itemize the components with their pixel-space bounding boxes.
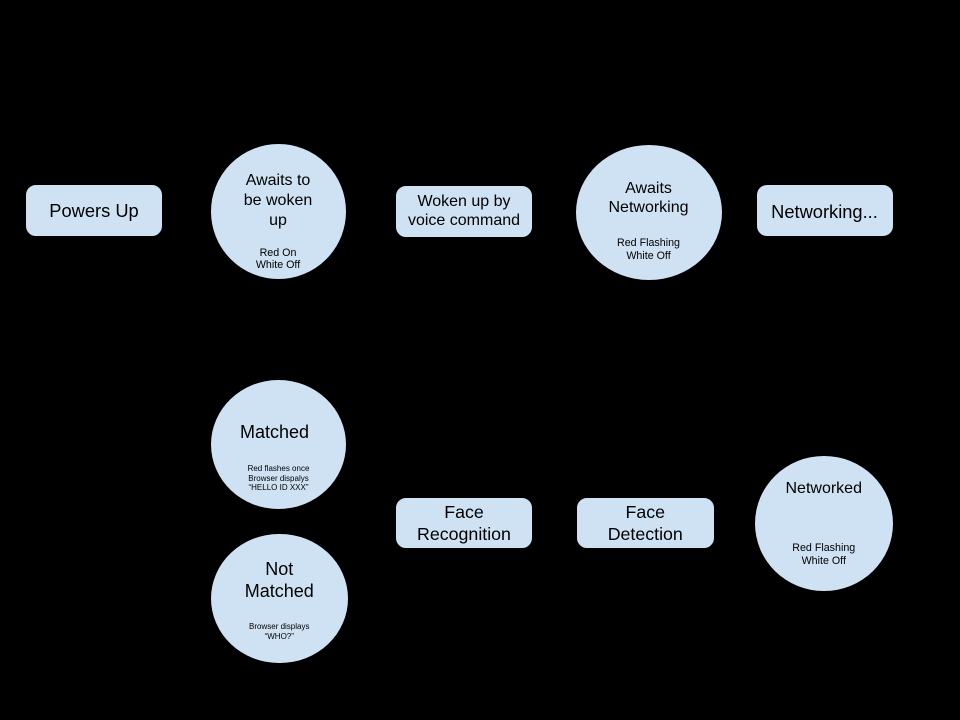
node-networked: Networked Red Flashing White Off bbox=[754, 454, 894, 592]
node-sublabel: Red On White Off bbox=[255, 246, 301, 272]
node-label: Awaits to be woken up bbox=[243, 171, 313, 230]
node-woken-up-by-voice-command: Woken up by voice command bbox=[395, 184, 533, 238]
node-matched: Matched Red flashes once Browser dispaly… bbox=[210, 378, 347, 510]
node-awaits-networking: Awaits Networking Red Flashing White Off bbox=[574, 143, 723, 281]
node-networking: Networking... bbox=[755, 184, 894, 237]
node-label: Woken up by voice command bbox=[407, 192, 521, 229]
node-label: Networking... bbox=[771, 200, 878, 222]
node-not-matched: Not Matched Browser displays “WHO?” bbox=[210, 532, 349, 664]
node-sublabel: Red Flashing White Off bbox=[617, 237, 680, 262]
node-sublabel: Red Flashing White Off bbox=[792, 542, 856, 567]
node-label: Awaits Networking bbox=[608, 180, 689, 216]
node-face-detection: Face Detection bbox=[576, 496, 715, 549]
node-label: Powers Up bbox=[49, 200, 139, 221]
node-powers-up: Powers Up bbox=[25, 183, 163, 237]
node-label: Not Matched bbox=[244, 558, 314, 601]
node-sublabel: Browser displays “WHO?” bbox=[249, 622, 310, 641]
node-label: Networked bbox=[785, 479, 862, 497]
node-awaits-to-be-woken-up: Awaits to be woken up Red On White Off bbox=[209, 143, 347, 280]
node-label: Matched bbox=[239, 421, 310, 442]
node-label: Face Detection bbox=[607, 502, 683, 544]
node-label: Face Recognition bbox=[417, 502, 511, 544]
node-sublabel: Red flashes once Browser dispalys “HELLO… bbox=[247, 464, 310, 493]
node-face-recognition: Face Recognition bbox=[395, 496, 533, 549]
